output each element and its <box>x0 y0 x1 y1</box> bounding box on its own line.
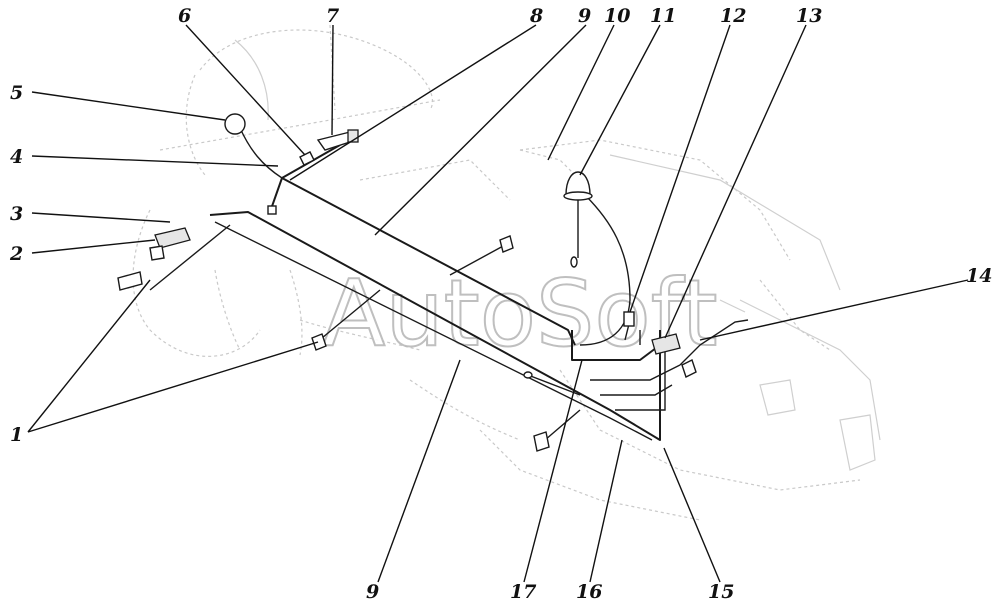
callout-9-upper: 9 <box>578 5 591 27</box>
callout-14: 14 <box>966 265 992 287</box>
callout-8: 8 <box>529 5 543 27</box>
small-connector-6 <box>299 151 315 166</box>
callout-4: 4 <box>10 146 23 168</box>
leader-14 <box>699 279 969 341</box>
callout-12: 12 <box>720 5 746 27</box>
leader-2 <box>31 239 156 254</box>
plug-1-left <box>117 271 143 291</box>
connector-box-right <box>681 359 697 378</box>
leader-1b <box>27 341 319 433</box>
plug-bottom-center <box>533 431 550 452</box>
components <box>117 113 697 452</box>
leader-5 <box>31 91 226 121</box>
fuse-block-13 <box>651 333 681 355</box>
callout-10: 10 <box>604 5 630 27</box>
callout-5: 5 <box>10 82 23 104</box>
leader-3 <box>31 212 171 223</box>
leader-1a <box>27 279 151 433</box>
antenna-dome-11 <box>565 171 591 196</box>
leader-7 <box>331 24 334 136</box>
callout-9-lower: 9 <box>366 581 379 603</box>
leader-16 <box>589 439 623 583</box>
leader-11 <box>579 24 661 176</box>
connector-block-2b <box>149 245 165 261</box>
callout-15: 15 <box>708 581 734 603</box>
callout-labels: 5 4 3 2 1 6 7 8 9 10 11 12 13 14 9 17 16… <box>9 5 992 603</box>
callout-6: 6 <box>178 5 191 27</box>
leader-12 <box>629 24 731 313</box>
callout-16: 16 <box>576 581 602 603</box>
leader-4 <box>31 155 279 167</box>
callout-3: 3 <box>10 203 23 225</box>
leader-9-upper <box>374 24 587 236</box>
leader-6 <box>185 24 306 156</box>
connector-block-2 <box>154 227 191 249</box>
antenna-dome-base <box>563 191 593 201</box>
leader-15 <box>663 447 721 583</box>
callout-1: 1 <box>10 424 23 446</box>
relay-12 <box>623 311 635 327</box>
leader-17 <box>523 359 583 583</box>
callout-13: 13 <box>796 5 822 27</box>
watermark-text: AutoSoft <box>322 260 717 367</box>
leader-lines <box>27 24 969 583</box>
antenna-lead-end <box>570 256 578 268</box>
leader-10 <box>547 24 615 161</box>
callout-17: 17 <box>510 581 536 603</box>
leader-13 <box>664 24 807 339</box>
switch-block-cap <box>347 129 359 143</box>
callout-2: 2 <box>9 243 23 265</box>
plug-1-center <box>311 333 327 351</box>
callout-7: 7 <box>326 5 339 27</box>
cable-end-17 <box>523 371 533 379</box>
round-lamp-part <box>224 113 246 135</box>
leader-9-lower <box>377 359 461 583</box>
callout-11: 11 <box>650 5 676 27</box>
vehicle-body-outline <box>132 24 881 521</box>
leader-8 <box>289 24 537 181</box>
bracket-bottom-4 <box>267 205 277 215</box>
plug-9-upper <box>499 235 514 253</box>
